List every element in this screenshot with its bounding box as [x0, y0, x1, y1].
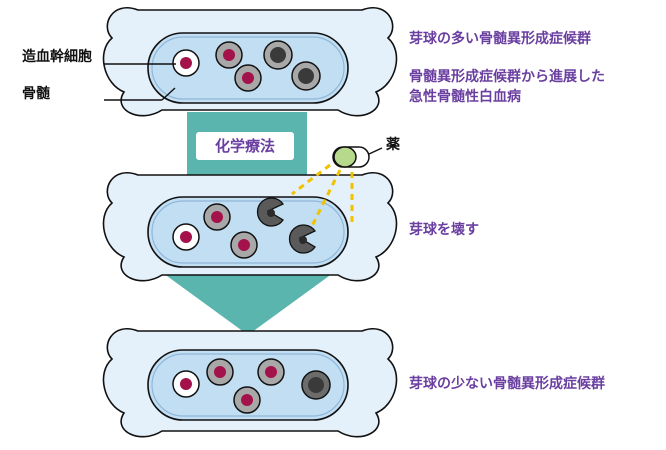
marrow-inner-line: [151, 200, 345, 264]
blast-cell-nucleus: [308, 377, 324, 393]
normal-cell-nucleus: [241, 394, 253, 406]
normal-cell-nucleus: [223, 49, 235, 61]
stage1-caption-2: 骨髄異形成症候群から進展した: [409, 69, 605, 85]
stage2-caption: 芽球を壊す: [409, 222, 479, 238]
drug-label: 薬: [386, 137, 400, 153]
stage1-caption-3: 急性骨髄性白血病: [409, 89, 521, 105]
drug-pill: [332, 146, 370, 168]
bone-1: [102, 7, 398, 117]
normal-cell-nucleus: [238, 239, 250, 251]
chemotherapy-label: 化学療法: [196, 132, 294, 160]
broken-blast-cell: [288, 224, 316, 254]
normal-cell-nucleus: [242, 72, 254, 84]
arrow-head: [156, 268, 340, 335]
drug-leader: [368, 147, 383, 155]
drug-dots: [291, 163, 331, 196]
marrow-cavity: [147, 349, 349, 421]
marrow-leader-tick: [161, 87, 176, 101]
stem-cell-nucleus: [180, 57, 192, 69]
pill-green-end: [333, 146, 357, 168]
stage1-caption-1: 芽球の多い骨髄異形成症候群: [409, 31, 591, 47]
blast-cell-nucleus: [270, 47, 286, 63]
bone-marrow-label: 骨髄: [22, 86, 50, 102]
stage3-caption: 芽球の少ない骨髄異形成症候群: [409, 376, 605, 392]
marrow-inner-line: [151, 353, 345, 417]
blast-cell-nucleus: [298, 68, 314, 84]
broken-blast-cell: [256, 197, 284, 227]
broken-blast-nucleus: [267, 209, 275, 217]
normal-cell-nucleus: [265, 366, 277, 378]
stem-cell-nucleus: [180, 378, 192, 390]
normal-cell-nucleus: [211, 211, 223, 223]
bone-3: [102, 328, 398, 438]
bone-2: [102, 172, 398, 282]
normal-cell-nucleus: [214, 366, 226, 378]
broken-blast-nucleus: [299, 236, 307, 244]
stem-cell-label: 造血幹細胞: [22, 49, 92, 65]
stem-cell-nucleus: [180, 231, 192, 243]
marrow-inner-line: [151, 36, 345, 100]
